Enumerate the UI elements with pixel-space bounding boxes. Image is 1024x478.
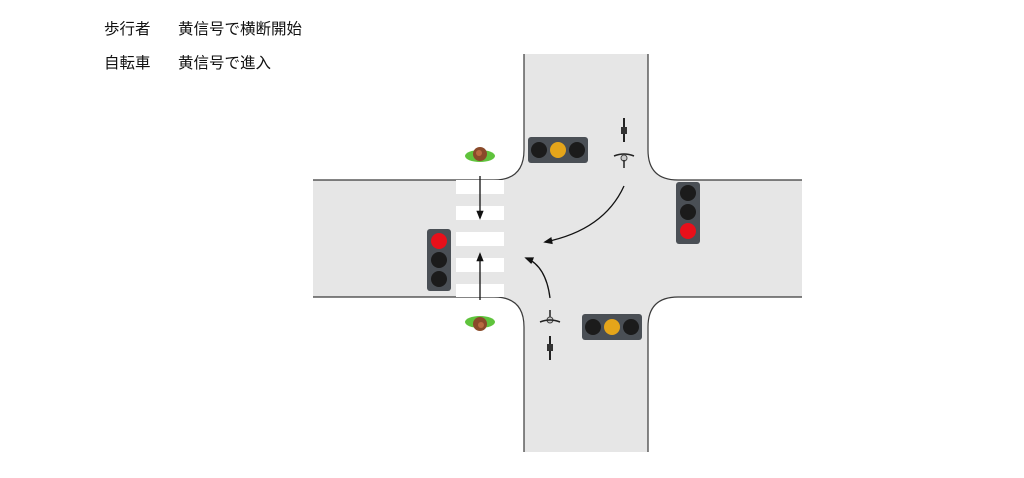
bicycle-arrow-south-turn <box>524 257 551 299</box>
legend-bicycle-label: 自転車 <box>104 54 151 72</box>
signal-north-lamp-1 <box>531 142 547 158</box>
signal-east-lamp-2 <box>680 204 696 220</box>
pedestrian-icon <box>465 316 495 331</box>
pedestrian-icon <box>465 147 495 162</box>
signal-south <box>582 314 642 340</box>
signal-north-lamp-3 <box>569 142 585 158</box>
signal-west <box>427 229 451 291</box>
legend-bicycle-action: 黄信号で進入 <box>178 54 272 72</box>
legend-row-bicycle: 自転車 黄信号で進入 <box>104 50 302 84</box>
legend-row-pedestrian: 歩行者 黄信号で横断開始 <box>104 16 302 50</box>
bicycle-icon <box>613 118 635 168</box>
signal-north <box>528 137 588 163</box>
signal-south-lamp-2 <box>604 319 620 335</box>
signal-south-lamp-3 <box>623 319 639 335</box>
signal-north-lamp-2 <box>550 142 566 158</box>
bicycle-icon <box>539 310 561 360</box>
signal-east <box>676 182 700 244</box>
legend-pedestrian-label: 歩行者 <box>104 20 151 38</box>
signal-east-lamp-3 <box>680 223 696 239</box>
signal-south-lamp-1 <box>585 319 601 335</box>
road-surface <box>313 54 802 452</box>
legend: 歩行者 黄信号で横断開始 自転車 黄信号で進入 <box>104 16 302 84</box>
signal-west-lamp-2 <box>431 252 447 268</box>
signal-west-lamp-1 <box>431 233 447 249</box>
road-edges <box>313 54 802 452</box>
signal-west-lamp-3 <box>431 271 447 287</box>
signal-east-lamp-1 <box>680 185 696 201</box>
legend-pedestrian-action: 黄信号で横断開始 <box>178 20 303 38</box>
bicycle-arrow-north-turn <box>543 185 625 245</box>
